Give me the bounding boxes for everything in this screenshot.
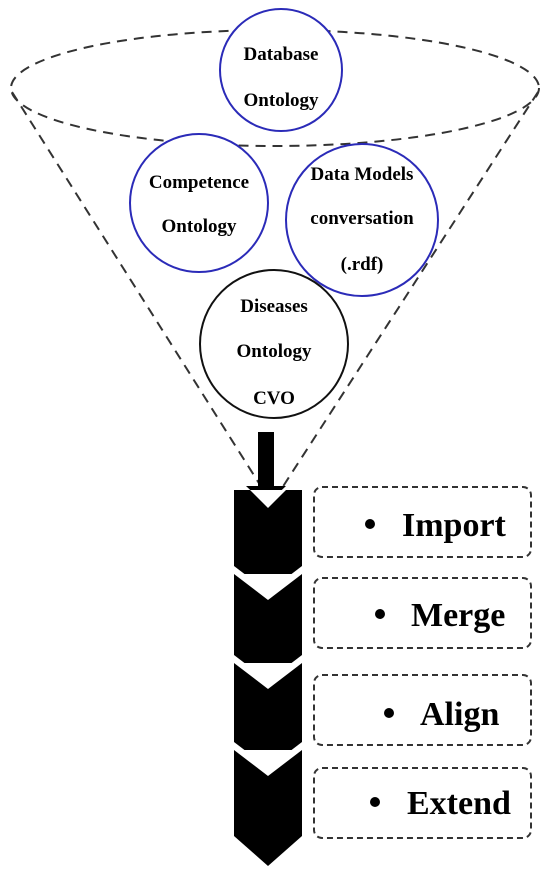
- chevron-extend: [234, 750, 302, 866]
- step-extend: Extend: [313, 767, 532, 839]
- step-extend-box: [313, 767, 532, 839]
- step-extend-label: Extend: [407, 785, 511, 822]
- step-import: Import: [313, 486, 532, 558]
- circle-diseases-line-3: CVO: [253, 388, 295, 409]
- circle-data-models-line-1: Data Models: [311, 164, 414, 185]
- process-chevrons: [234, 490, 302, 866]
- circle-diseases-line-2: Ontology: [237, 341, 312, 362]
- circle-data-models: Data Models conversation (.rdf): [285, 143, 439, 297]
- funnel-right-side: [281, 91, 539, 489]
- circle-data-models-shape: [285, 143, 439, 297]
- circle-diseases-shape: [199, 269, 349, 419]
- chevron-import-notch: [250, 490, 286, 508]
- circle-competence-line-2: Ontology: [162, 216, 237, 237]
- step-align-label: Align: [420, 696, 499, 733]
- step-align-bullet: [384, 708, 394, 718]
- circle-database-line-2: Ontology: [244, 90, 319, 111]
- circle-competence: Competence Ontology: [129, 133, 269, 273]
- step-merge-bullet: [375, 609, 385, 619]
- step-merge: Merge: [313, 577, 532, 649]
- funnel-output-arrow-shaft: [258, 432, 274, 488]
- step-align: Align: [313, 674, 532, 746]
- chevron-merge-notch: [234, 574, 302, 600]
- step-align-box: [313, 674, 532, 746]
- step-extend-bullet: [370, 797, 380, 807]
- chevron-import: [234, 490, 302, 592]
- step-import-label: Import: [402, 507, 507, 544]
- circle-data-models-line-3: (.rdf): [341, 254, 384, 275]
- step-merge-box: [313, 577, 532, 649]
- step-merge-label: Merge: [411, 597, 505, 634]
- chevron-align-notch: [234, 663, 302, 689]
- circle-data-models-line-2: conversation: [310, 208, 414, 229]
- circle-competence-line-1: Competence: [149, 172, 249, 193]
- circle-database: Database Ontology: [219, 8, 343, 132]
- circle-diseases-line-1: Diseases: [240, 296, 308, 317]
- chevron-extend-notch: [234, 750, 302, 776]
- circle-database-line-1: Database: [244, 44, 319, 65]
- circle-diseases: Diseases Ontology CVO: [199, 269, 349, 419]
- chevron-align: [234, 663, 302, 768]
- circle-competence-shape: [129, 133, 269, 273]
- chevron-merge: [234, 574, 302, 681]
- circle-database-shape: [219, 8, 343, 132]
- step-import-bullet: [365, 519, 375, 529]
- step-import-box: [313, 486, 532, 558]
